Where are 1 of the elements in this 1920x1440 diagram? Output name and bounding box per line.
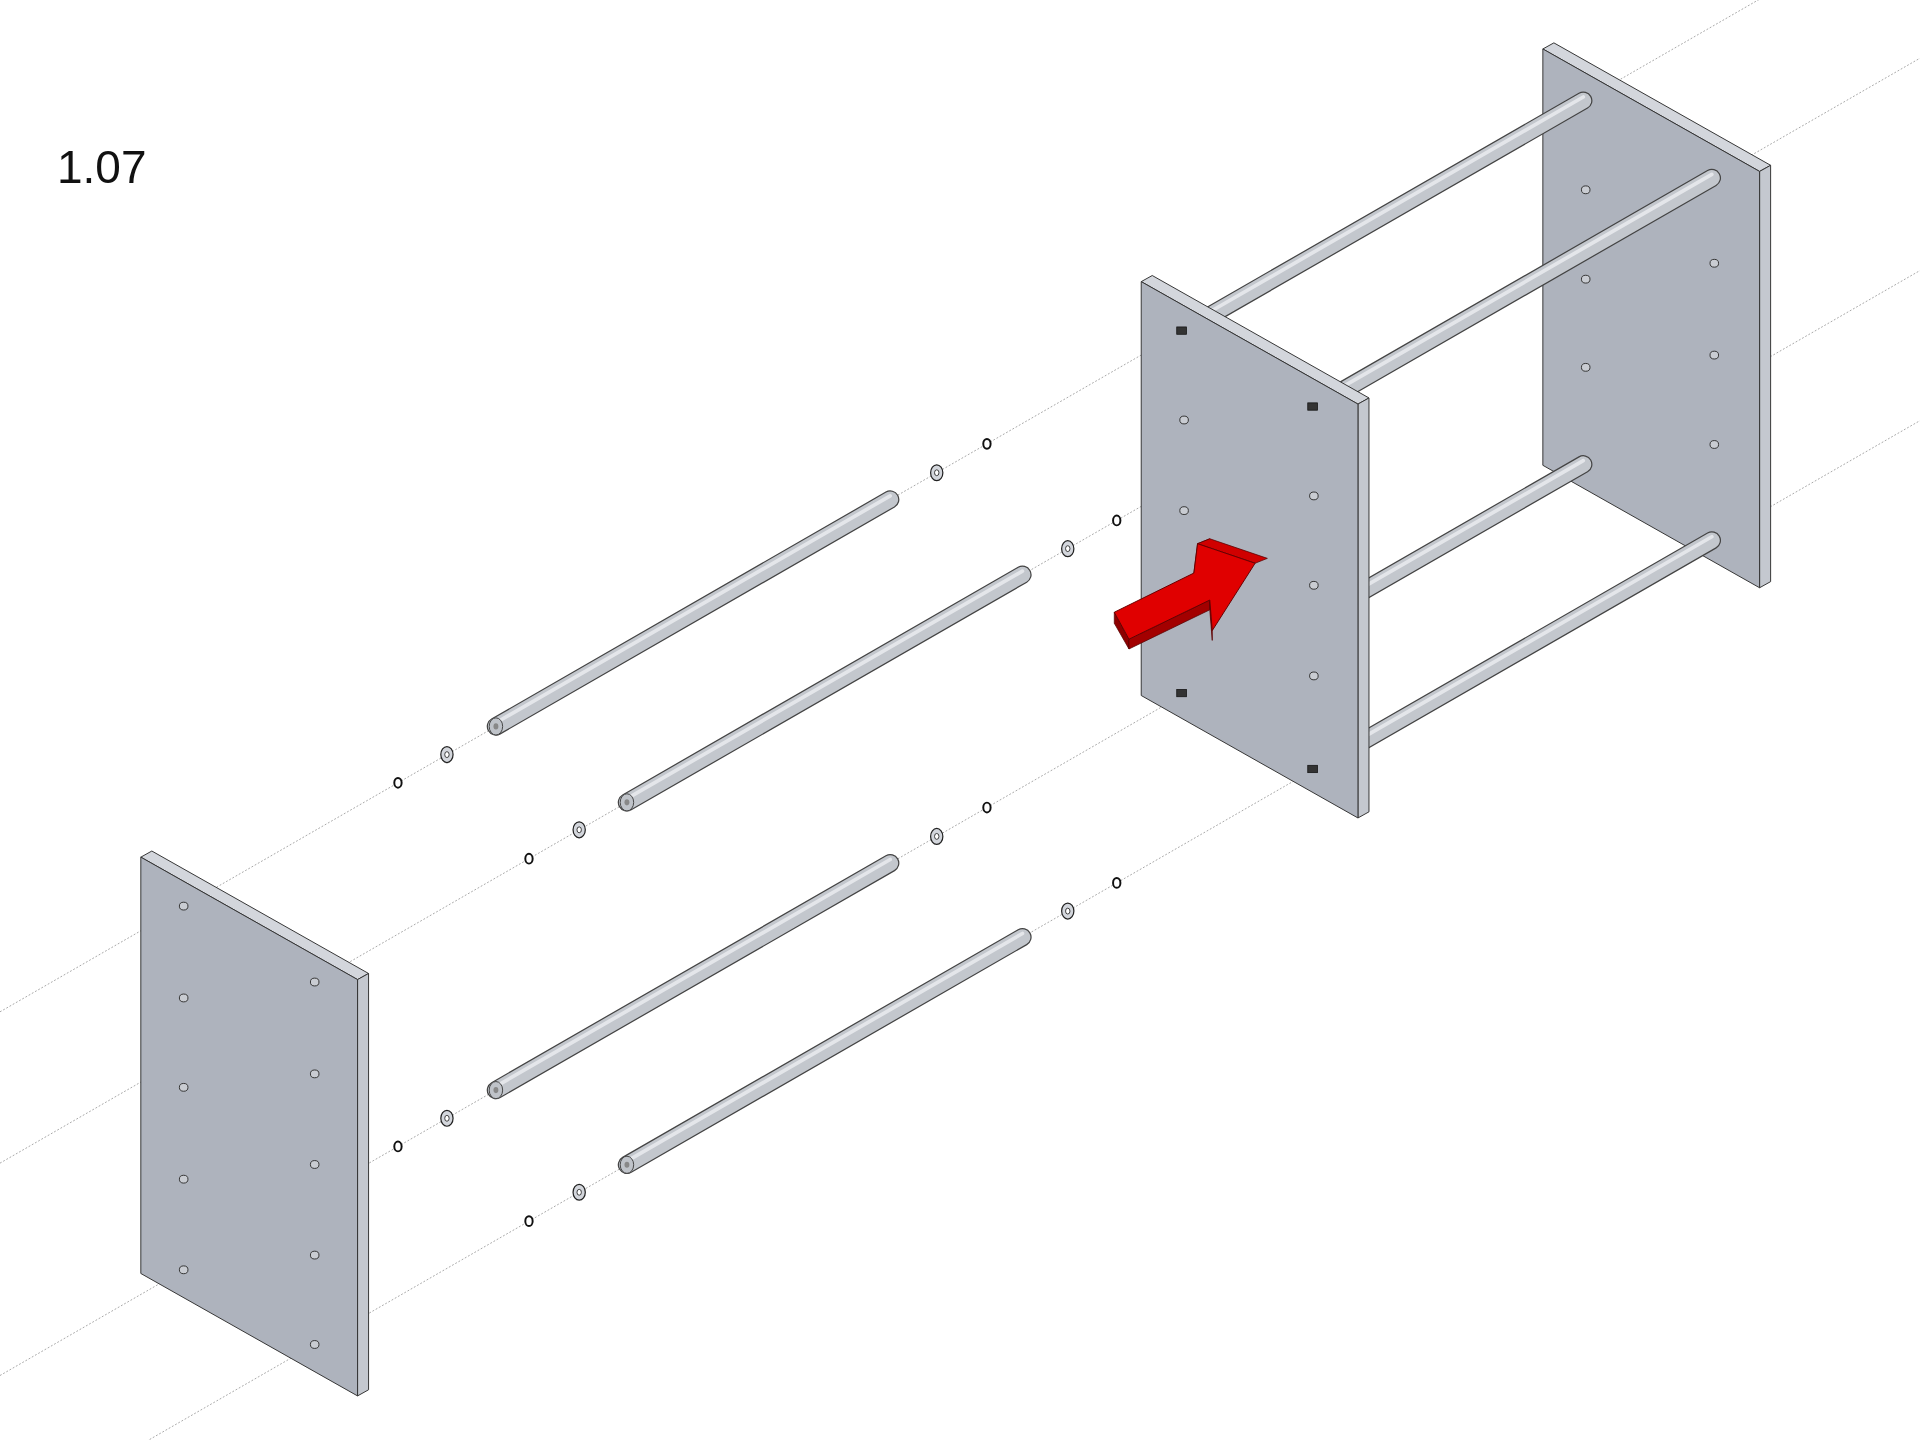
figure-number: 1.07 — [57, 140, 147, 194]
